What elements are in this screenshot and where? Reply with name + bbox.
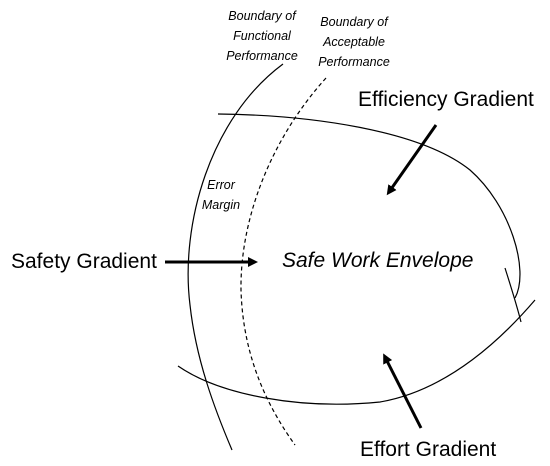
functional-boundary-label-line2: Functional [233, 29, 291, 43]
acceptable-boundary-label-line2: Acceptable [323, 35, 385, 49]
acceptable-boundary-label-line3: Performance [318, 55, 390, 69]
acceptable-boundary-label-line1: Boundary of [320, 15, 388, 29]
error-margin-label-line1: Error [207, 178, 235, 192]
safety-gradient-label: Safety Gradient [11, 250, 157, 273]
envelope-right-tail [504, 267, 522, 323]
functional-boundary-label-line3: Performance [226, 49, 298, 63]
functional-boundary-label-line1: Boundary of [228, 9, 296, 23]
acceptable-boundary-label: Boundary of Acceptable Performance [306, 12, 402, 72]
error-margin-label: Error Margin [191, 175, 251, 215]
functional-performance-boundary [187, 63, 284, 451]
envelope-bottom-edge [177, 299, 536, 405]
acceptable-performance-boundary [240, 77, 327, 446]
effort-gradient-arrow [383, 353, 423, 429]
safe-work-envelope-label: Safe Work Envelope [282, 249, 474, 272]
efficiency-gradient-arrow [386, 124, 438, 196]
error-margin-label-line2: Margin [201, 198, 241, 212]
efficiency-gradient-label: Efficiency Gradient [358, 88, 534, 111]
effort-gradient-label: Effort Gradient [360, 438, 497, 461]
functional-boundary-label: Boundary of Functional Performance [214, 6, 310, 66]
envelope-top-edge [217, 113, 521, 299]
